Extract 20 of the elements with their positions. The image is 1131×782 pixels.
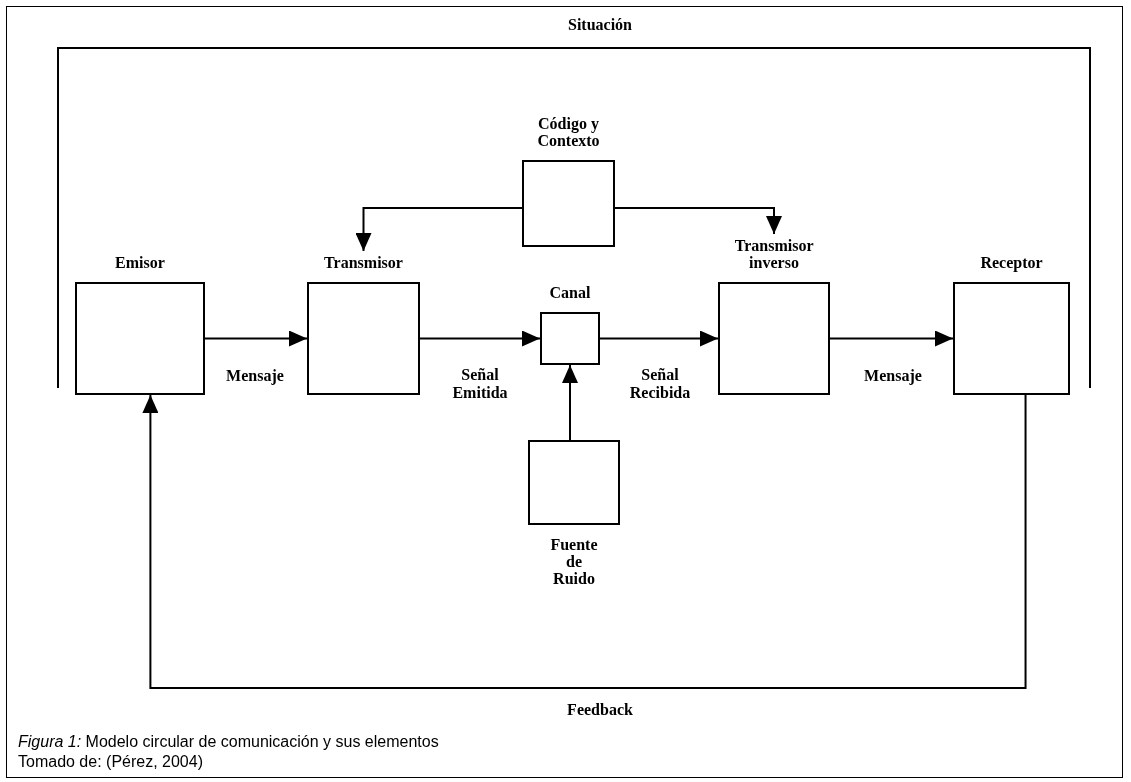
arrow [355, 207, 523, 252]
edge-label: Mensaje [226, 367, 284, 385]
node-label: Canal [549, 285, 591, 302]
arrow [142, 394, 1027, 689]
arrow [419, 330, 541, 347]
node-label: Receptor [980, 255, 1043, 272]
node-label: Emisor [115, 255, 165, 272]
arrow [204, 330, 308, 347]
figure-caption: Figura 1: Modelo circular de comunicación y sus elementos [18, 733, 439, 751]
arrow [599, 330, 719, 347]
node-label: Fuente de Ruido [550, 537, 598, 588]
arrow [562, 364, 578, 441]
source-note: Tomado de: (Pérez, 2004) [18, 753, 203, 771]
node-label: Transmisor [324, 255, 403, 272]
node-label: Transmisor inverso [734, 238, 814, 272]
bracket-label: Situación [568, 16, 632, 34]
arrow [614, 207, 782, 235]
arrow [829, 330, 954, 347]
edge-label: Mensaje [864, 367, 922, 385]
node-label: Código y Contexto [537, 116, 600, 150]
